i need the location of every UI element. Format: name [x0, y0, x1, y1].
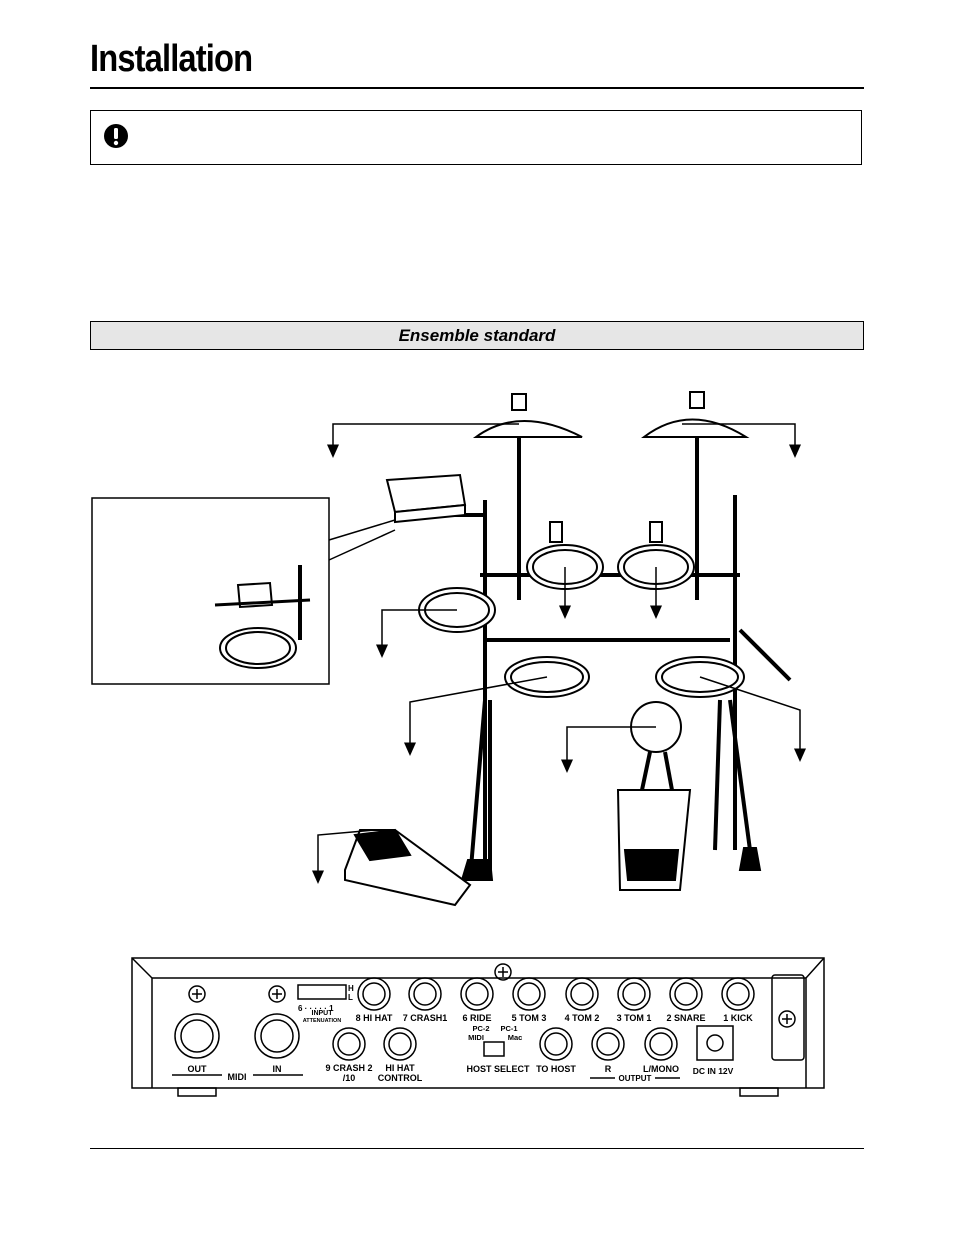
bottom-jacks — [332, 1027, 678, 1061]
dc-in-jack — [696, 1025, 734, 1061]
inset-mount-drawing — [214, 565, 311, 669]
cymbal-right — [641, 391, 750, 600]
attenuation-label-1: INPUT — [312, 1010, 334, 1017]
notice-box — [90, 110, 862, 165]
host-select-switch — [483, 1041, 505, 1057]
jack-label: 1 KICK — [723, 1013, 753, 1023]
jack-label: /10 — [343, 1073, 356, 1083]
jack-label: 9 CRASH 2 — [325, 1063, 372, 1073]
jack-label: 8 HI HAT — [356, 1013, 393, 1023]
hihat-pedal — [344, 828, 472, 907]
jack-label: 4 TOM 2 — [565, 1013, 600, 1023]
jack-label: 7 CRASH1 — [403, 1013, 448, 1023]
callout-arrows — [312, 423, 806, 884]
jack-label: 2 SNARE — [666, 1013, 705, 1023]
stand-legs — [468, 699, 752, 881]
output-label: OUTPUT — [619, 1074, 652, 1083]
jack-label: 3 TOM 1 — [617, 1013, 652, 1023]
midi-out-label: OUT — [188, 1064, 208, 1074]
attenuation-l-label: L — [348, 993, 353, 1002]
dc-in-label: DC IN 12V — [693, 1066, 734, 1076]
screw-icon — [778, 1010, 796, 1028]
jack-label: CONTROL — [378, 1073, 423, 1083]
exclamation-icon — [104, 124, 128, 148]
to-host-label: TO HOST — [536, 1064, 576, 1074]
screw-icon — [494, 963, 512, 981]
jack-label: HI HAT — [385, 1063, 415, 1073]
output-r-label: R — [605, 1064, 612, 1074]
host-select-pc2: PC-2 — [472, 1024, 489, 1033]
side-panel — [771, 974, 805, 1061]
midi-in-label: IN — [273, 1064, 282, 1074]
midi-out-connector — [174, 1013, 220, 1059]
attenuation-label-2: ATTENUATION — [303, 1018, 342, 1024]
rack-frame — [420, 495, 792, 860]
title-divider — [90, 87, 864, 89]
drum-module — [385, 473, 467, 524]
cymbal-left — [472, 393, 583, 600]
section-heading: Ensemble standard — [90, 321, 864, 350]
host-select-mac: Mac — [508, 1033, 523, 1042]
attenuation-dip-switch — [297, 984, 347, 1000]
rear-panel-outline — [131, 957, 825, 1089]
host-select-label: HOST SELECT — [466, 1064, 530, 1074]
top-jacks — [357, 977, 755, 1011]
screw-icon — [188, 985, 206, 1003]
footer-divider — [90, 1148, 864, 1149]
attenuation-scale: 6 · · · · · 1 — [298, 1004, 334, 1013]
attenuation-h-label: H — [348, 984, 354, 993]
page-title: Installation — [90, 38, 253, 80]
host-select-pc1: PC-1 — [500, 1024, 517, 1033]
to-host-connector — [539, 1027, 573, 1061]
midi-label: MIDI — [228, 1072, 247, 1082]
midi-in-connector — [254, 1013, 300, 1059]
output-lmono-label: L/MONO — [643, 1064, 679, 1074]
jack-label: 6 RIDE — [462, 1013, 491, 1023]
jack-label: 5 TOM 3 — [512, 1013, 547, 1023]
screw-icon — [268, 985, 286, 1003]
host-select-midi: MIDI — [468, 1033, 484, 1042]
